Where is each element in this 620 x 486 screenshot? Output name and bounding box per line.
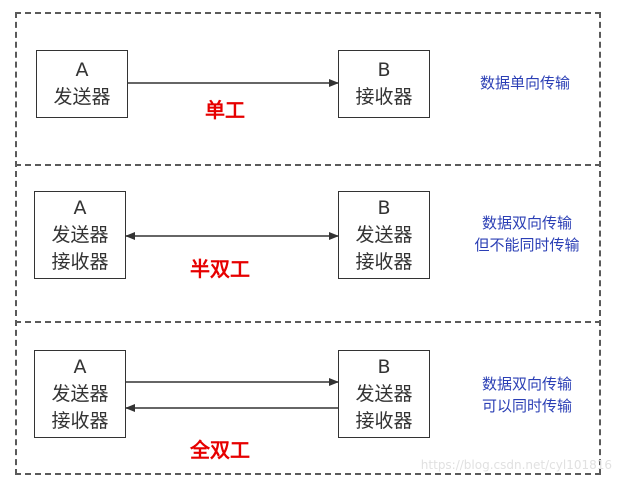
simplex-sender-box: A 发送器 [36, 50, 128, 118]
half-duplex-description-line-2: 但不能同时传输 [474, 236, 580, 254]
watermark-text: https://blog.csdn.net/cyl101816 [420, 458, 612, 472]
half-duplex-right-role-2: 接收器 [355, 250, 413, 273]
half-duplex-left-role-2: 接收器 [51, 250, 109, 273]
half-duplex-left-box: A 发送器 接收器 [34, 191, 126, 279]
half-duplex-description: 数据双向传输 但不能同时传输 [462, 212, 592, 256]
full-duplex-left-role-2: 接收器 [51, 409, 109, 432]
full-duplex-left-role-1: 发送器 [51, 382, 109, 405]
half-duplex-mode-label: 半双工 [190, 257, 250, 281]
simplex-description-line: 数据单向传输 [479, 74, 570, 92]
simplex-mode-label: 单工 [205, 98, 245, 122]
full-duplex-mode-label: 全双工 [190, 438, 250, 462]
simplex-receiver-role: 接收器 [355, 86, 413, 108]
full-duplex-description-line-2: 可以同时传输 [481, 397, 572, 415]
half-duplex-right-box: B 发送器 接收器 [338, 191, 430, 279]
section-divider-1 [15, 164, 601, 166]
half-duplex-right-role-1: 发送器 [355, 223, 413, 246]
full-duplex-left-name: A [73, 355, 87, 378]
simplex-description: 数据单向传输 [460, 72, 590, 94]
full-duplex-right-role-2: 接收器 [355, 409, 413, 432]
half-duplex-left-role-1: 发送器 [51, 223, 109, 246]
full-duplex-description: 数据双向传输 可以同时传输 [462, 373, 592, 417]
simplex-receiver-name: B [377, 59, 391, 81]
full-duplex-right-name: B [377, 355, 391, 378]
simplex-receiver-box: B 接收器 [338, 50, 430, 118]
full-duplex-description-line-1: 数据双向传输 [481, 375, 572, 393]
half-duplex-description-line-1: 数据双向传输 [481, 214, 572, 232]
simplex-sender-name: A [75, 59, 89, 81]
full-duplex-left-box: A 发送器 接收器 [34, 350, 126, 438]
full-duplex-right-box: B 发送器 接收器 [338, 350, 430, 438]
section-divider-2 [15, 321, 601, 323]
full-duplex-right-role-1: 发送器 [355, 382, 413, 405]
half-duplex-right-name: B [377, 196, 391, 219]
half-duplex-left-name: A [73, 196, 87, 219]
simplex-sender-role: 发送器 [53, 86, 111, 108]
diagram-frame [15, 12, 601, 475]
